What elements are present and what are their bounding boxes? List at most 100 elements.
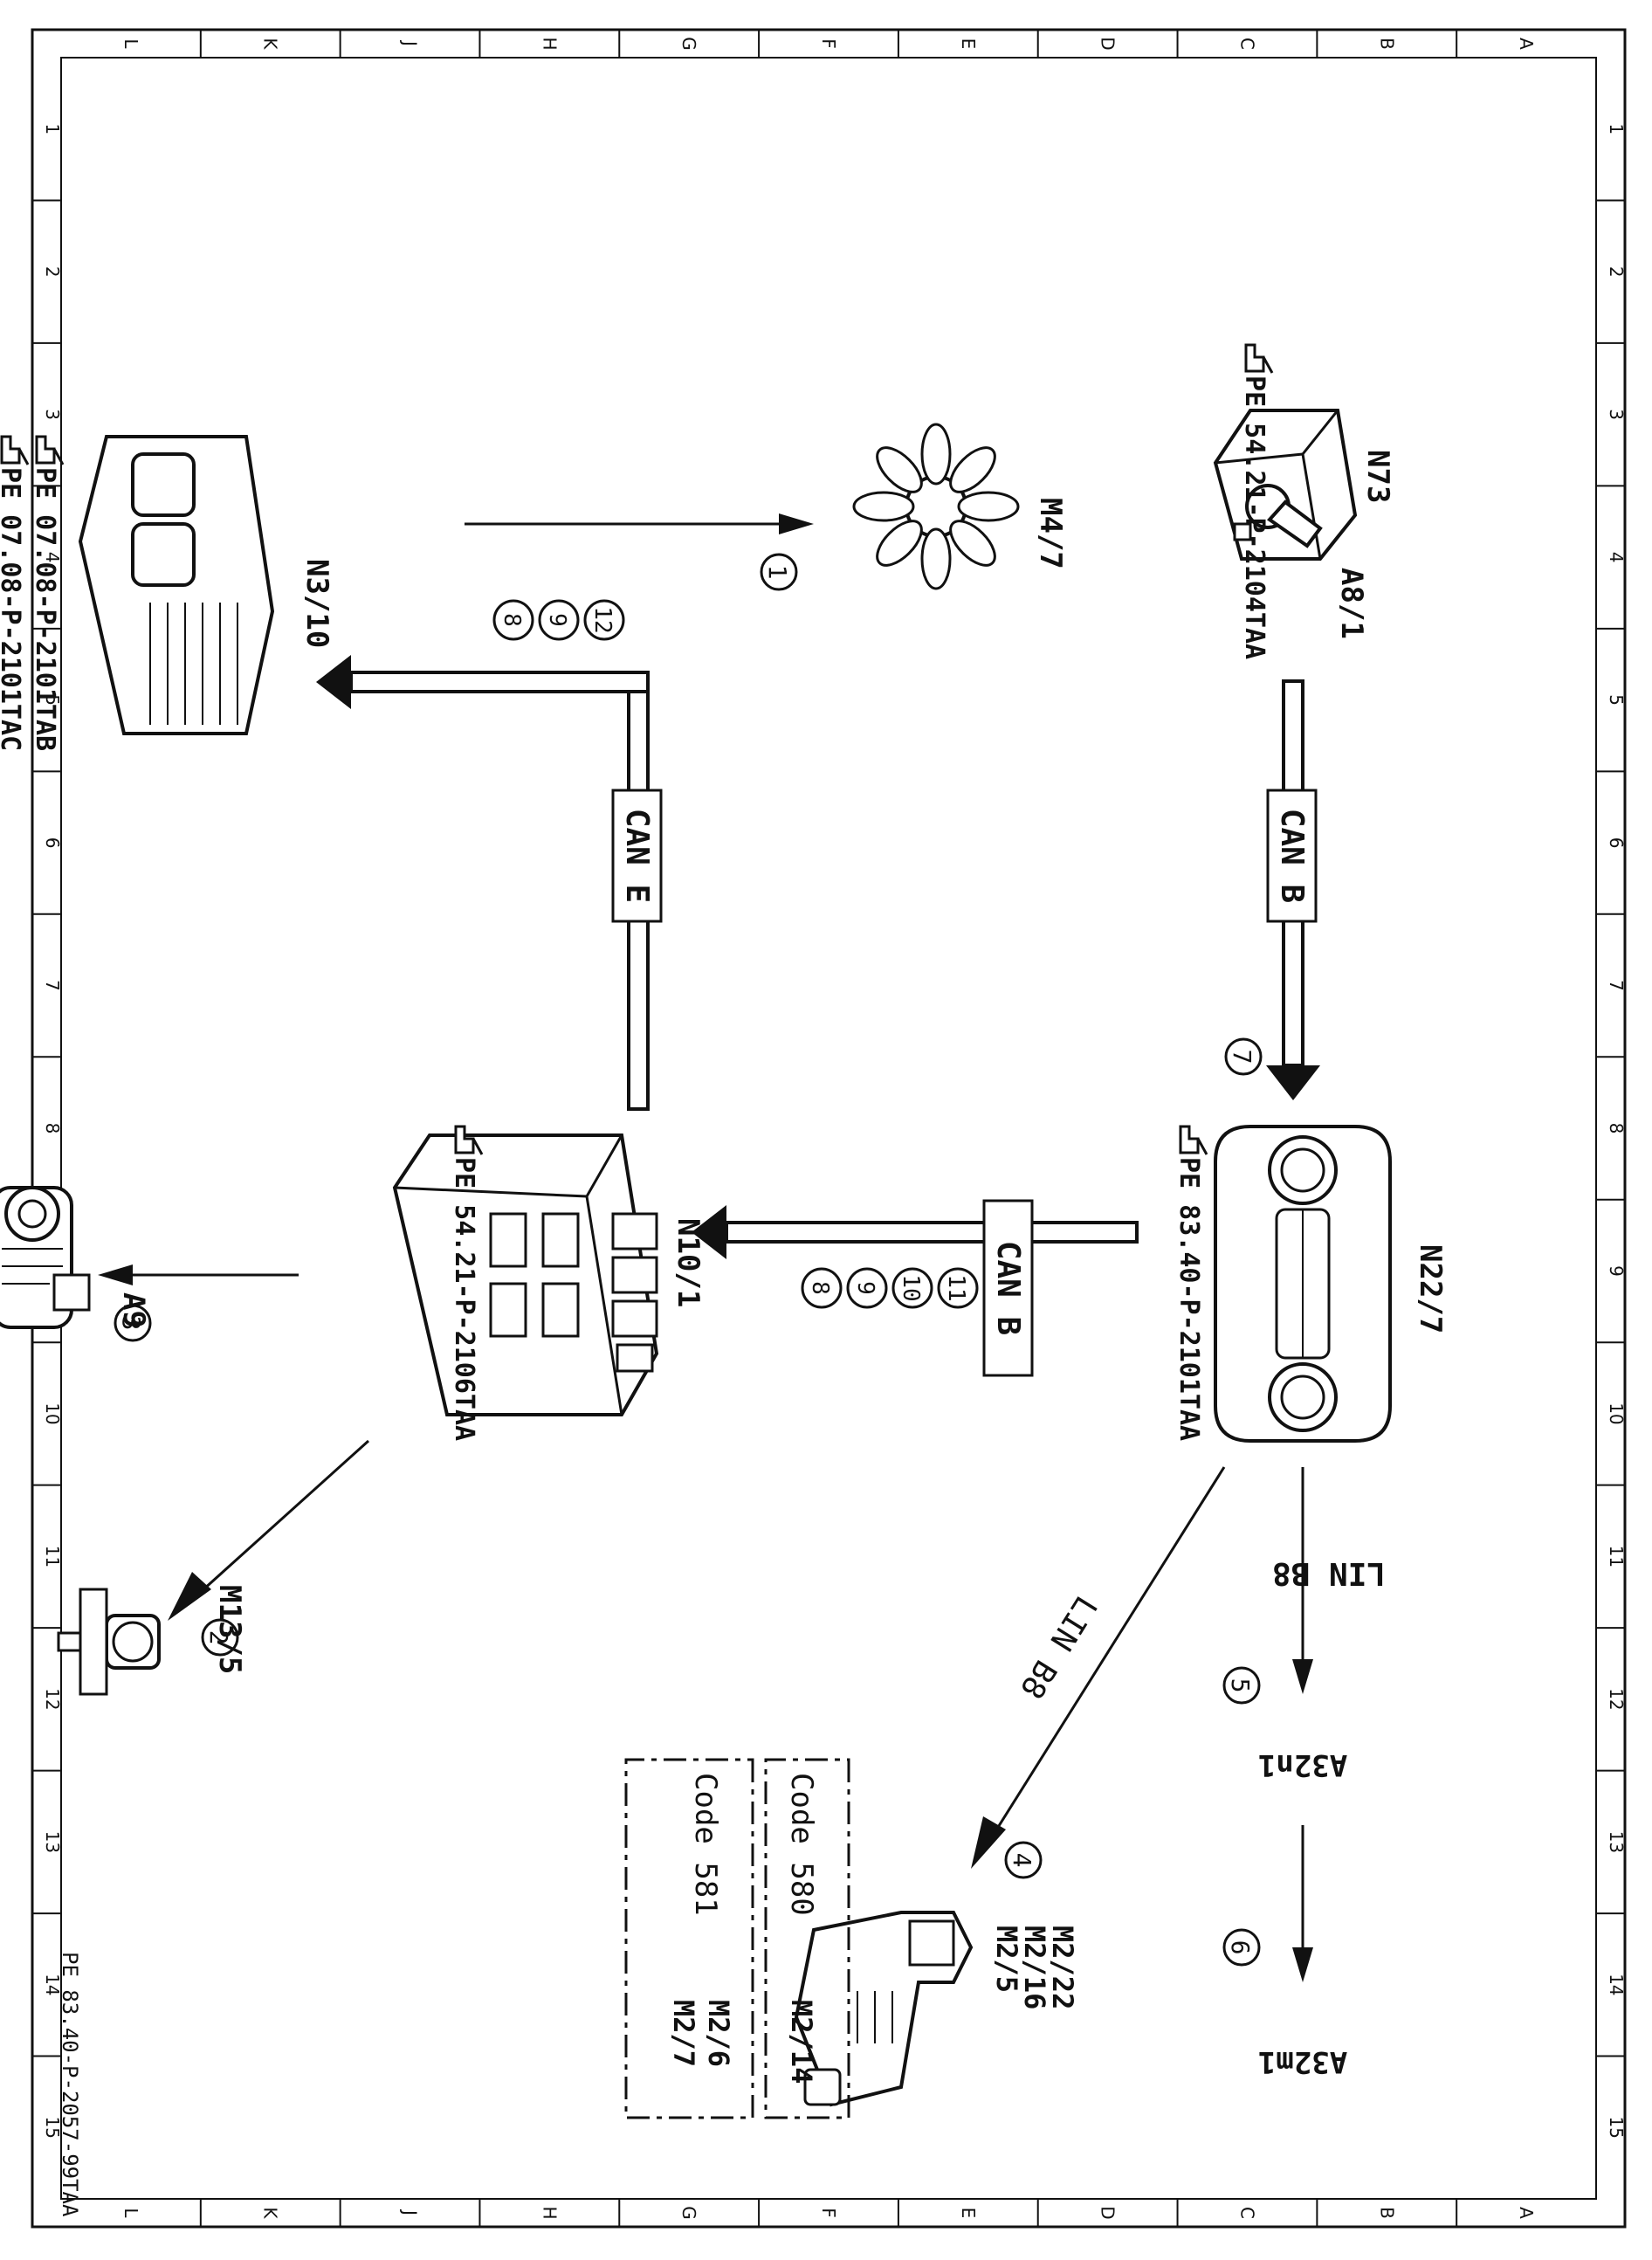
grid-column-label: J: [400, 39, 421, 46]
hand-pointer-icon: [454, 1125, 484, 1155]
grid-column-label: F: [818, 2208, 839, 2218]
code-581-label: Code 581: [688, 1773, 723, 1916]
signal-group-left: 12 9 8: [492, 599, 625, 641]
signal-number: 8: [499, 613, 525, 627]
rotated-content: N73 A8/1 PE 54.21-P-2104TAA CAN B 7: [0, 343, 1448, 2217]
grid-row-label: 5: [1606, 694, 1627, 706]
grid-column-label: K: [260, 38, 281, 50]
signal-7-marker: [1224, 1037, 1263, 1076]
grid-row-label: 13: [1606, 1831, 1627, 1853]
can-b-bus-mid: CAN B 11 10 9 8: [692, 1199, 1139, 1377]
grid-row-label: 10: [42, 1402, 63, 1424]
n22-7-control-panel: N22/7 PE 83.40-P-2101TAA: [1174, 1125, 1448, 1443]
outer-frame: [31, 28, 1627, 2229]
grid-row-label: 14: [42, 1974, 63, 1995]
grid-row-label: 1: [1606, 123, 1627, 134]
inner-frame: [60, 57, 1597, 2200]
grid-row-label: 13: [42, 1831, 63, 1853]
signal-marker: [937, 1267, 979, 1309]
n73-ignition-switch: N73 A8/1 PE 54.21-P-2104TAA: [1213, 343, 1395, 659]
grid-row-label: 8: [42, 1123, 63, 1134]
code-580-label: Code 580: [784, 1773, 819, 1916]
can-b-top-label: CAN B: [1274, 809, 1310, 903]
lin-b8-right-label: LIN B8: [1272, 1555, 1386, 1591]
signal-marker: [492, 599, 534, 641]
grid-column-label: J: [400, 2208, 421, 2215]
control-panel-icon: [1214, 1125, 1392, 1443]
grid-column-label: B: [1376, 2207, 1397, 2219]
m2-5-label: M2/5: [990, 1926, 1023, 1993]
grid-row-label: 15: [1606, 2117, 1627, 2139]
grid-ruler: LLKKJJHHGGFFEEDDCCBBAA112233445566778899…: [32, 30, 1627, 2227]
grid-column-label: A: [1516, 38, 1537, 50]
signal-group-mid: 11 10 9 8: [801, 1267, 979, 1309]
signal-marker: [891, 1267, 933, 1309]
n10-1-control-unit: N10/1 PE 54.21-P-2106TAA: [392, 1125, 706, 1441]
signal-5-marker: [1222, 1666, 1261, 1705]
can-e-label: CAN E: [619, 809, 655, 903]
grid-column-label: B: [1376, 38, 1397, 50]
signal-number: 8: [807, 1281, 833, 1295]
signal-number: 12: [589, 606, 616, 633]
code-581-item-1: M2/6: [702, 2000, 735, 2067]
code-581-item-2: M2/7: [667, 2000, 700, 2067]
can-b-bus-top: CAN B 7: [1224, 679, 1320, 1100]
n3-10-engine-control: N3/10 PE 07.08-P-2101TAB PE 07.08-P-2101…: [0, 435, 334, 751]
signal-5: 5: [1226, 1678, 1255, 1693]
signal-number: 9: [544, 613, 570, 627]
grid-column-label: G: [678, 2206, 699, 2220]
grid-column-label: A: [1516, 2207, 1537, 2219]
arrow-n10-1-to-m13-5: 2: [168, 1439, 370, 1657]
grid-row-label: 7: [42, 980, 63, 991]
m4-7-fan: M4/7: [852, 423, 1068, 590]
grid-column-label: F: [818, 38, 839, 49]
a9-label: A9: [116, 1292, 151, 1328]
signal-7: 7: [1228, 1050, 1256, 1065]
grid-column-label: C: [1236, 2207, 1257, 2219]
signal-marker: [538, 599, 580, 641]
grid-row-label: 14: [1606, 1974, 1627, 1995]
grid-row-label: 2: [42, 266, 63, 278]
control-unit-icon: [392, 1133, 659, 1416]
arrow-n10-1-to-a9: 3: [98, 1264, 299, 1342]
motor-icon: [794, 1911, 974, 2107]
signal-4-marker: [1004, 1841, 1043, 1879]
grid-column-label: L: [120, 2208, 141, 2218]
grid-row-label: 4: [1606, 552, 1627, 563]
grid-row-label: 1: [42, 123, 63, 134]
signal-1: 1: [763, 565, 792, 580]
signal-3-marker: [114, 1304, 152, 1342]
grid-row-label: 10: [1606, 1402, 1627, 1424]
grid-row-label: 11: [42, 1546, 63, 1568]
n3-10-label: N3/10: [299, 559, 334, 648]
signal-2-marker: [201, 1618, 239, 1657]
can-e-bus: CAN E 12 9 8: [316, 599, 663, 1111]
grid-row-label: 11: [1606, 1546, 1627, 1568]
signal-marker: [583, 599, 625, 641]
m2-16-label: M2/16: [1018, 1926, 1051, 2009]
signal-3: 3: [117, 1316, 146, 1331]
actuator-icon: [57, 1588, 161, 1696]
grid-row-label: 8: [1606, 1123, 1627, 1134]
pump-icon: [0, 1186, 91, 1329]
lin-b8-diag-label: LIN B8: [1013, 1589, 1104, 1705]
code-580-box: [764, 1758, 850, 2119]
m4-7-label: M4/7: [1033, 498, 1068, 569]
ignition-switch-icon: [1213, 409, 1358, 561]
n73-label: N73: [1360, 450, 1395, 503]
signal-number: 9: [852, 1281, 878, 1295]
signal-number: 11: [943, 1274, 969, 1301]
a8-1-label: A8/1: [1334, 568, 1369, 639]
signal-marker: [801, 1267, 843, 1309]
m13-5-actuator: M13/5: [57, 1585, 247, 1696]
arrow-n3-10-to-m4-7: 1: [465, 513, 814, 591]
n73-ref: PE 54.21-P-2104TAA: [1239, 376, 1270, 659]
grid-column-label: K: [260, 2207, 281, 2219]
code-581-box: [624, 1758, 754, 2119]
can-b-mid-label: CAN B: [990, 1241, 1026, 1335]
grid-row-label: 5: [42, 694, 63, 706]
signal-number: 10: [898, 1274, 924, 1301]
grid-column-label: L: [120, 38, 141, 49]
n22-7-ref: PE 83.40-P-2101TAA: [1174, 1157, 1204, 1441]
